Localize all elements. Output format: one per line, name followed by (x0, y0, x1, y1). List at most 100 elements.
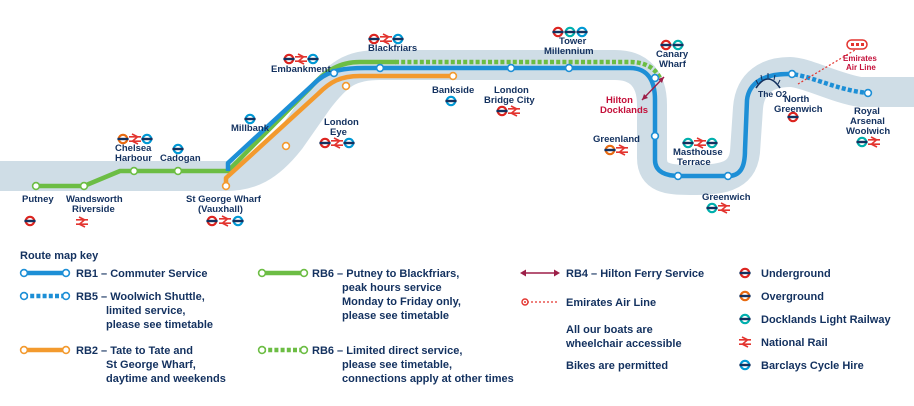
pier-label-north-greenwich-1: North (784, 94, 810, 105)
dlr-icon (671, 39, 685, 51)
key-swatch-rb6 (257, 268, 309, 278)
pier-marker-st-george[interactable] (221, 181, 231, 191)
emirates-air-line (797, 49, 856, 85)
pier-marker-greenland[interactable] (650, 131, 660, 141)
key-cycle-hire-icon (738, 359, 752, 371)
pier-marker-wandsworth[interactable] (79, 181, 89, 191)
pier-label-north-greenwich-2: Greenwich (774, 104, 823, 115)
key-overground-icon (738, 290, 752, 302)
pier-marker-cadogan[interactable] (173, 166, 183, 176)
national-rail-icon (615, 144, 629, 156)
national-rail-icon (294, 53, 308, 65)
key-rb6-direct-label-1: RB6 – Limited direct service, (312, 345, 462, 357)
pier-marker-canary[interactable] (650, 73, 660, 83)
national-rail-icon (218, 215, 232, 227)
pier-marker-millbank[interactable] (281, 141, 291, 151)
pier-label-london-eye-2: Eye (330, 127, 347, 138)
pier-label-royal-arsenal-1: Royal (854, 106, 880, 117)
key-rb6-label-2: peak hours service (342, 282, 442, 294)
key-rb2-label-2: St George Wharf, (106, 359, 196, 371)
cycle-hire-icon (342, 137, 356, 149)
key-rb2-label-1: RB2 – Tate to Tate and (76, 345, 193, 357)
pier-label-london-eye-1: London (324, 117, 359, 128)
pier-label-royal-arsenal-3: Woolwich (846, 126, 890, 137)
key-cycle-hire-label: Barclays Cycle Hire (761, 360, 864, 372)
key-dlr-icon (738, 313, 752, 325)
key-rb6-label-1: RB6 – Putney to Blackfriars, (312, 268, 459, 280)
pier-label-tower-2: Millennium (544, 46, 594, 57)
key-swatch-rb5 (19, 291, 71, 301)
pier-marker-royal-arsenal[interactable] (863, 88, 873, 98)
pier-label-chelsea-1: Chelsea (115, 143, 152, 154)
pier-marker-embankment[interactable] (329, 68, 339, 78)
key-overground-label: Overground (761, 291, 824, 303)
underground-icon (551, 26, 565, 38)
pier-label-hilton-1: Hilton (606, 95, 633, 106)
national-rail-icon (507, 105, 521, 117)
pier-label-emirates-1: Emirates (843, 54, 877, 63)
dlr-icon (681, 137, 695, 149)
underground-icon (659, 39, 673, 51)
key-rb1-label: RB1 – Commuter Service (76, 268, 207, 280)
pier-marker-london-bridge[interactable] (506, 63, 516, 73)
underground-icon (23, 215, 37, 227)
key-emirates-label: Emirates Air Line (566, 297, 656, 309)
route-map-key: Route map key RB1 – Commuter Service RB5… (19, 250, 891, 385)
route-rb4-arrowhead-south (642, 94, 648, 100)
pier-marker-masthouse[interactable] (673, 171, 683, 181)
route-rb2-line (223, 73, 453, 186)
key-swatch-rb4 (520, 269, 560, 277)
national-rail-icon (330, 137, 344, 149)
key-swatch-rb6-direct (257, 345, 309, 355)
underground-icon (495, 105, 509, 117)
pier-label-canary-1: Canary (656, 49, 689, 60)
pier-label-bankside: Bankside (432, 85, 474, 96)
pier-marker-putney[interactable] (31, 181, 41, 191)
dlr-icon (563, 26, 577, 38)
key-rb6-direct-label-3: connections apply at other times (342, 373, 514, 385)
pier-label-hilton-2: Docklands (600, 105, 648, 116)
pier-label-tower-1: Tower (559, 36, 587, 47)
underground-icon (318, 137, 332, 149)
dlr-icon (855, 136, 869, 148)
pier-label-london-bridge-2: Bridge City (484, 95, 535, 106)
route-rb1-line (225, 65, 789, 179)
key-accessible-label-1: All our boats are (566, 324, 653, 336)
pier-marker-bankside[interactable] (448, 71, 458, 81)
key-title: Route map key (20, 250, 99, 262)
pier-marker-north-greenwich[interactable] (787, 69, 797, 79)
pier-label-wandsworth-1: Wandsworth (66, 194, 123, 205)
pier-marker-london-eye[interactable] (341, 81, 351, 91)
pier-markers (31, 63, 873, 191)
key-swatch-emirates (521, 298, 558, 306)
cycle-hire-icon (140, 133, 154, 145)
dlr-icon (705, 202, 719, 214)
pier-label-blackfriars: Blackfriars (368, 43, 417, 54)
key-accessible-label-2: wheelchair accessible (565, 338, 682, 350)
key-rb6-label-3: Monday to Friday only, (342, 296, 461, 308)
pier-label-greenwich: Greenwich (702, 192, 751, 203)
underground-icon (367, 33, 381, 45)
pier-label-st-george-2: (Vauxhall) (198, 204, 243, 215)
key-swatch-rb1 (19, 268, 71, 278)
national-rail-icon (717, 202, 731, 214)
pier-marker-tower[interactable] (564, 63, 574, 73)
pier-label-masthouse-2: Terrace (677, 157, 711, 168)
cable-car-icon (846, 39, 868, 50)
pier-marker-blackfriars[interactable] (375, 63, 385, 73)
cycle-hire-icon (306, 53, 320, 65)
pier-label-emirates-2: Air Line (846, 63, 876, 72)
overground-icon (116, 133, 130, 145)
national-rail-icon (867, 136, 881, 148)
pier-marker-greenwich[interactable] (723, 171, 733, 181)
pier-label-millbank: Millbank (231, 123, 270, 134)
key-underground-icon (738, 267, 752, 279)
underground-icon (282, 53, 296, 65)
pier-marker-chelsea[interactable] (129, 166, 139, 176)
cycle-hire-icon (243, 113, 257, 125)
underground-icon (205, 215, 219, 227)
key-national-rail-icon (738, 336, 752, 348)
cycle-hire-icon (171, 143, 185, 155)
dlr-icon (705, 137, 719, 149)
pier-label-canary-2: Wharf (659, 59, 687, 70)
